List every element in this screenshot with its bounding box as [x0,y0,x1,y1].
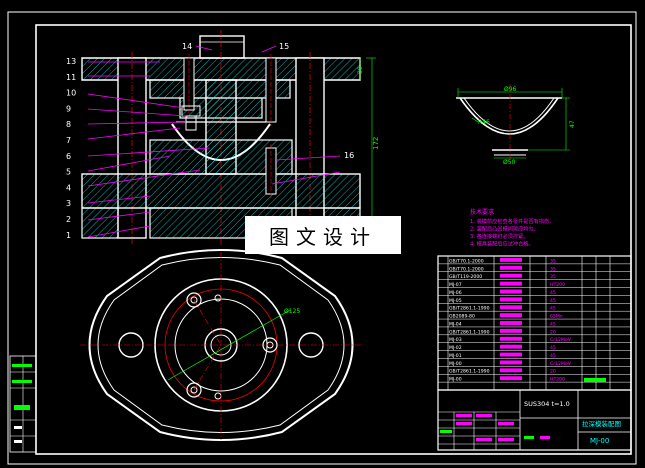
die-shank [199,35,245,59]
bom-name-cell [500,344,522,349]
bom-material: 45 [550,290,556,296]
part-number-label: 14 [182,42,192,51]
bom-part-no: GB/T119-2000 [449,274,482,280]
part-number-label: 2 [66,215,71,224]
part-number-label: 6 [66,152,71,161]
bom-material: 65Mn [550,314,563,320]
tech-req-item: 3. 各连接螺钉必须拧紧。 [470,232,528,240]
part-number-label: 1 [66,231,71,240]
part-number-label: 15 [279,42,289,51]
part-number-label: 3 [66,199,71,208]
bom-name-cell [500,265,522,270]
part-number-label: 13 [66,57,76,66]
dim-bowl-top: Ø96 [504,86,517,93]
bowl-detail [456,84,570,164]
outer-frame [7,11,637,465]
dim-bowl-bottom: Ø50 [503,159,516,166]
part-number-label: 9 [66,104,71,113]
bom-part-no: MJ-07 [449,282,462,288]
tech-req-item: 1. 装模前应检查各零件是否有损伤。 [470,217,554,225]
bom-part-no: MJ-05 [449,298,462,304]
part-number-label: 8 [66,120,71,129]
lower-die-seat [81,173,361,209]
bom-name-cell [500,376,522,381]
bom-part-no: MJ-00 [449,377,462,383]
bom-part-no: MJ-00 [449,361,462,367]
bom-material: 35 [550,266,556,272]
part-number-label: 5 [66,168,71,177]
bom-part-no: GB2089-80 [449,314,475,320]
dim-bowl-height: 47 [569,120,576,128]
drawing-number: MJ-00 [590,437,609,445]
bom-name-cell [500,281,522,286]
tech-req-item: 4. 模具装配后应试冲合格。 [470,240,534,248]
bom-material: 20 [550,369,556,375]
bom-name-cell [500,305,522,310]
bom-name-cell [500,336,522,341]
banner-watermark: 图文设计 [245,216,401,254]
plan-view [80,249,362,441]
binding-strip [9,355,37,453]
bom-material: HT200 [550,377,565,383]
bom-material: 45 [550,306,556,312]
drawing-name: 拉深模装配图 [582,419,621,428]
bom-part-no: GB/T2861.1-1990 [449,369,490,375]
bom-name-cell [500,321,522,325]
bom-material: 35 [550,274,556,280]
part-number-label: 11 [66,73,76,82]
bom-part-no: MJ-04 [449,321,462,327]
inner-frame [35,24,632,455]
title-block [437,378,632,451]
part-numbers-right: 14 15 16 [182,42,354,160]
dim-top: 30 [357,66,364,74]
tech-req-list: 1. 装模前应检查各零件是否有损伤。2. 装配后凸凹模间隙应均匀。3. 各连接螺… [470,217,554,248]
bom-name-cell [500,360,522,365]
bom-material: 20 [550,329,556,335]
bom-name-cell [500,297,522,302]
part-number-label: 7 [66,136,71,145]
dim-plan-circle: Ø125 [284,308,300,315]
bom-part-no: MJ-06 [449,290,462,296]
bom-part-no: GB/T2861.1-1990 [449,329,490,335]
bom-part-no: MJ-02 [449,345,462,351]
dim-section-height: 172 [372,137,380,150]
bom-name-cell [500,258,522,262]
bom-material: Cr12MoV [550,337,572,343]
material-spec: SUS304 t=1.0 [524,400,570,408]
part-numbers-left: 13 11 10 9 8 7 6 5 4 3 2 1 [66,57,76,240]
bom-name-cell [500,313,522,318]
bom-part-no: MJ-03 [449,337,462,343]
dim-bowl-radius: R46 [478,119,490,126]
bom-material: 45 [550,353,556,359]
bom-material: 45 [550,321,556,327]
tech-req-title: 技术要求 [470,208,494,216]
bom-name-cell [500,328,522,333]
bom-material: HT200 [550,282,565,288]
bom-name-cell [500,368,522,373]
bom-material: 45 [550,298,556,304]
part-number-label: 16 [344,151,354,160]
bom-part-no: GB/T2861.1-1990 [449,306,490,312]
bom-material: 45 [550,345,556,351]
bom-part-no: GB/T70.1-2000 [449,258,484,264]
bom-name-cell [500,352,522,357]
bom-name-cell [500,289,522,294]
bom-part-no: MJ-01 [449,353,462,359]
tech-req-item: 2. 装配后凸凹模间隙应均匀。 [470,225,539,233]
bom-material: 35 [550,258,556,264]
section-view [81,30,376,246]
bom-name-cell [500,273,522,278]
part-number-label: 4 [66,183,71,192]
bom-part-no: GB/T70.1-2000 [449,266,484,272]
part-number-label: 10 [66,89,76,98]
bom-material: Cr12MoV [550,361,572,367]
